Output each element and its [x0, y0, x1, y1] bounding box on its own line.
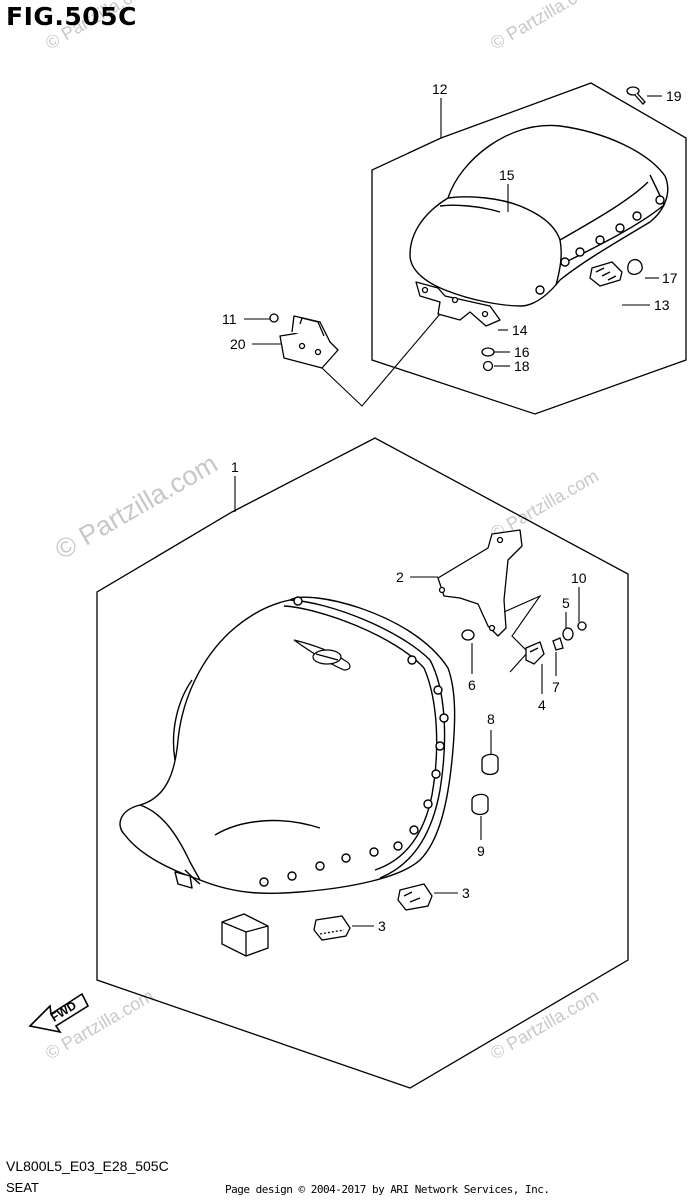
callout-13: 13 [654, 297, 670, 313]
strap-20 [279, 315, 339, 369]
callout-5: 5 [562, 595, 570, 611]
callout-1: 1 [231, 459, 239, 475]
nut-18 [482, 360, 494, 372]
upper-leader-lines [244, 95, 662, 407]
callout-numbers: 12 19 15 17 13 14 16 18 11 20 1 2 10 5 6… [222, 81, 682, 934]
washer-16 [481, 347, 495, 357]
callout-6: 6 [468, 677, 476, 693]
copyright-notice: Page design © 2004-2017 by ARI Network S… [225, 1183, 550, 1196]
pillion-seat-frame [371, 82, 687, 415]
callout-9: 9 [477, 843, 485, 859]
callout-16: 16 [514, 344, 530, 360]
callout-4: 4 [538, 697, 546, 713]
seat-box [221, 913, 269, 957]
callout-8: 8 [487, 711, 495, 727]
washer-6 [461, 629, 475, 641]
watermark-top-left: © Partzilla.com [42, 0, 157, 53]
front-seat [119, 596, 456, 895]
watermark-large: © Partzilla.com [50, 448, 223, 565]
callout-19: 19 [666, 88, 682, 104]
cushion-8 [481, 753, 499, 776]
seat-emblem [293, 639, 351, 671]
pillion-bracket-14 [415, 281, 501, 327]
diagram-code: VL800L5_E03_E28_505C [6, 1158, 169, 1174]
washer-5 [562, 627, 574, 641]
front-seat-frame [96, 437, 629, 1089]
nut-10 [577, 621, 587, 631]
pillion-seat [409, 124, 669, 307]
callout-3-upper: 3 [462, 885, 470, 901]
pillion-cushion-13 [589, 261, 623, 287]
callout-14: 14 [512, 322, 528, 338]
callout-2: 2 [396, 569, 404, 585]
callout-18: 18 [514, 358, 530, 374]
screw-11 [269, 313, 279, 323]
watermark-bottom-right: © Partzilla.com [487, 985, 602, 1063]
callout-17: 17 [662, 270, 678, 286]
callout-15: 15 [499, 167, 515, 183]
callout-3-lower: 3 [378, 918, 386, 934]
bracket-2 [437, 529, 523, 637]
watermark-top-right: © Partzilla.com [487, 0, 602, 53]
callout-20: 20 [230, 336, 246, 352]
screw-19 [626, 86, 646, 105]
diagram-name: SEAT [6, 1180, 39, 1195]
cushion-9 [471, 793, 489, 816]
callout-11: 11 [222, 311, 237, 327]
cushion-3-a [397, 883, 433, 911]
clip-4 [525, 641, 545, 665]
figure-title: FIG.505C [6, 2, 137, 31]
callout-10: 10 [571, 570, 587, 586]
pillion-cap-17 [627, 259, 643, 276]
lower-leader-lines [352, 576, 580, 927]
cushion-3-b [313, 915, 351, 941]
collar-7 [552, 637, 564, 651]
callout-12: 12 [432, 81, 448, 97]
bracket-2-zigzag [503, 594, 542, 673]
callout-7: 7 [552, 679, 560, 695]
